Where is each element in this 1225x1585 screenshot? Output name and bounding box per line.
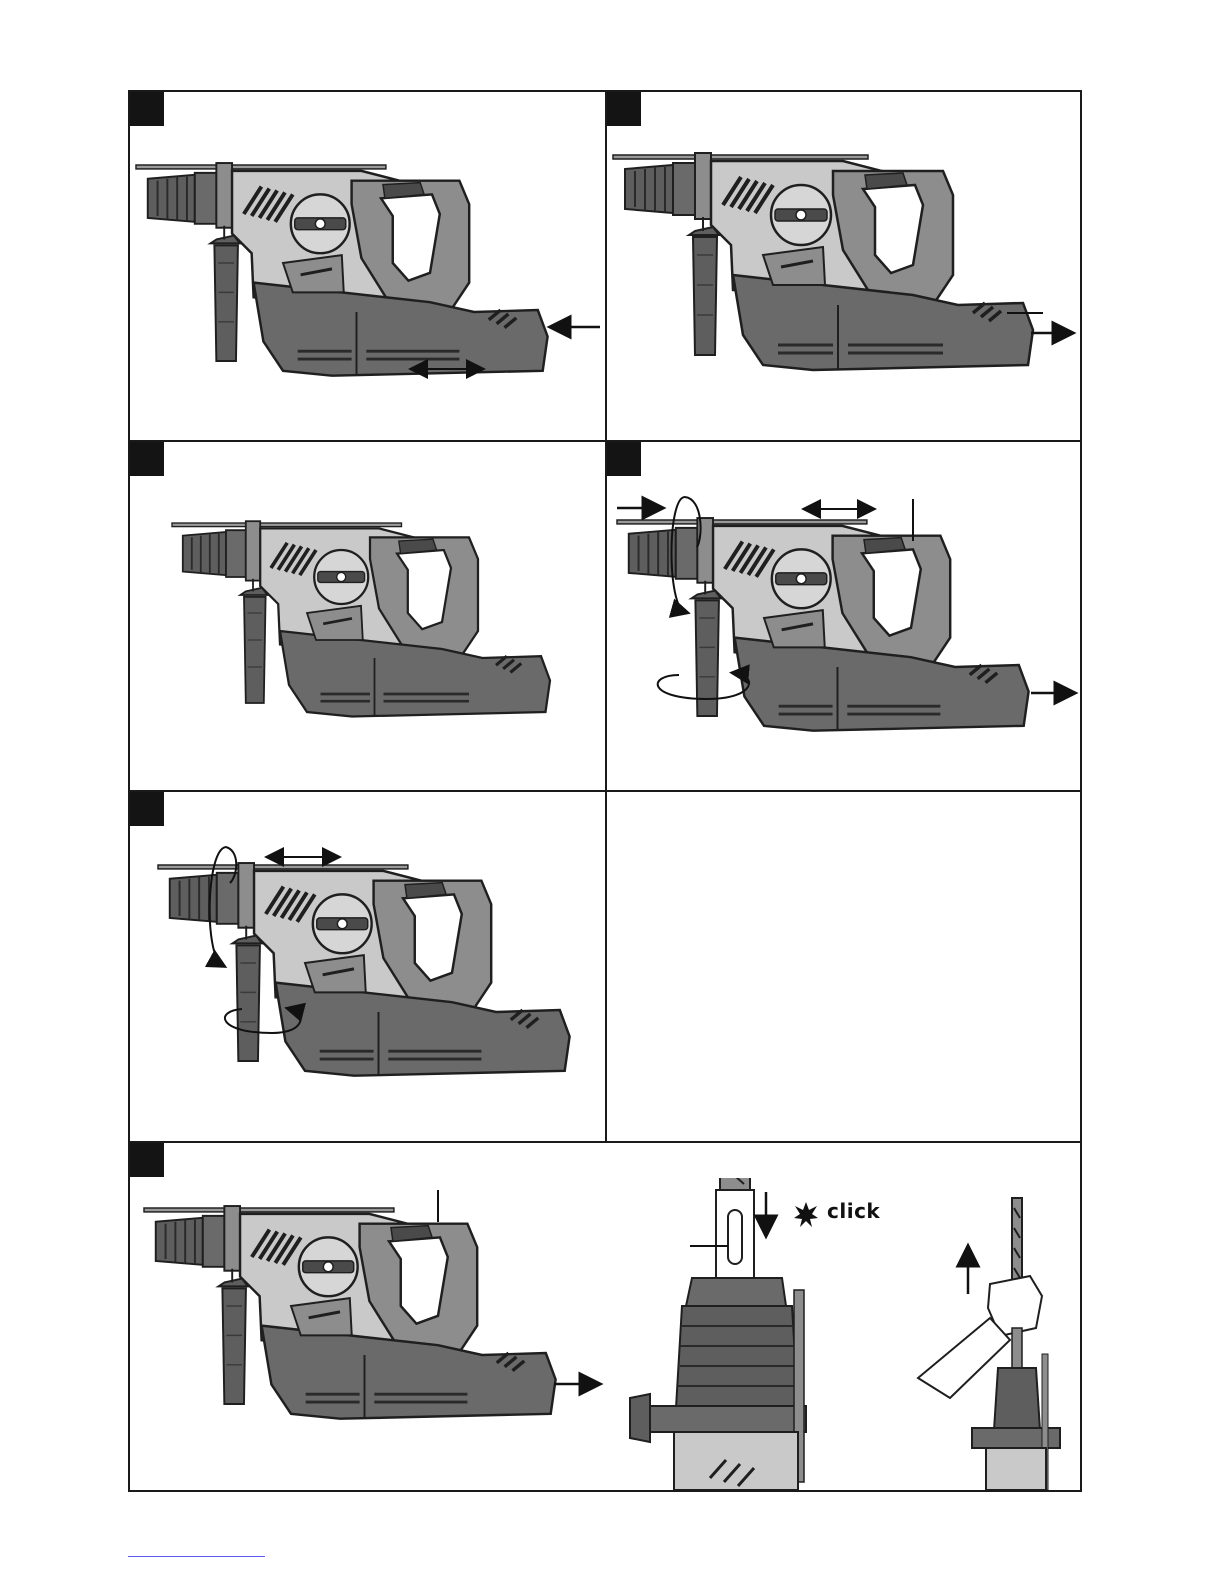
- drill-illustration: [130, 827, 604, 1139]
- drill-illustration: [607, 127, 1081, 439]
- click-label: click: [827, 1199, 880, 1223]
- row-divider-2: [128, 790, 1082, 792]
- drill-illustration: [130, 477, 604, 789]
- step-marker-3: [130, 442, 164, 476]
- drill-illustration: [607, 477, 1081, 789]
- step-marker-2: [607, 92, 641, 126]
- step-marker-6: [130, 1143, 164, 1177]
- chuck-closeup: [630, 1178, 806, 1490]
- drill-illustration: [130, 1178, 1080, 1490]
- step-marker-4: [607, 442, 641, 476]
- row-divider-1: [128, 440, 1082, 442]
- panel-step-3: [130, 477, 604, 789]
- panel-step-4: [607, 477, 1081, 789]
- footer-link-underline[interactable]: [128, 1556, 265, 1557]
- row-divider-3: [128, 1141, 1082, 1143]
- glove-hand-illustration: [918, 1198, 1060, 1490]
- panel-step-1: [130, 127, 604, 439]
- drill-illustration: [130, 127, 604, 439]
- step-marker-5: [130, 792, 164, 826]
- starburst-icon: [794, 1202, 818, 1227]
- panel-step-2: [607, 127, 1081, 439]
- step-marker-1: [130, 92, 164, 126]
- panel-step-6: click: [130, 1178, 1080, 1490]
- panel-step-5: [130, 827, 604, 1139]
